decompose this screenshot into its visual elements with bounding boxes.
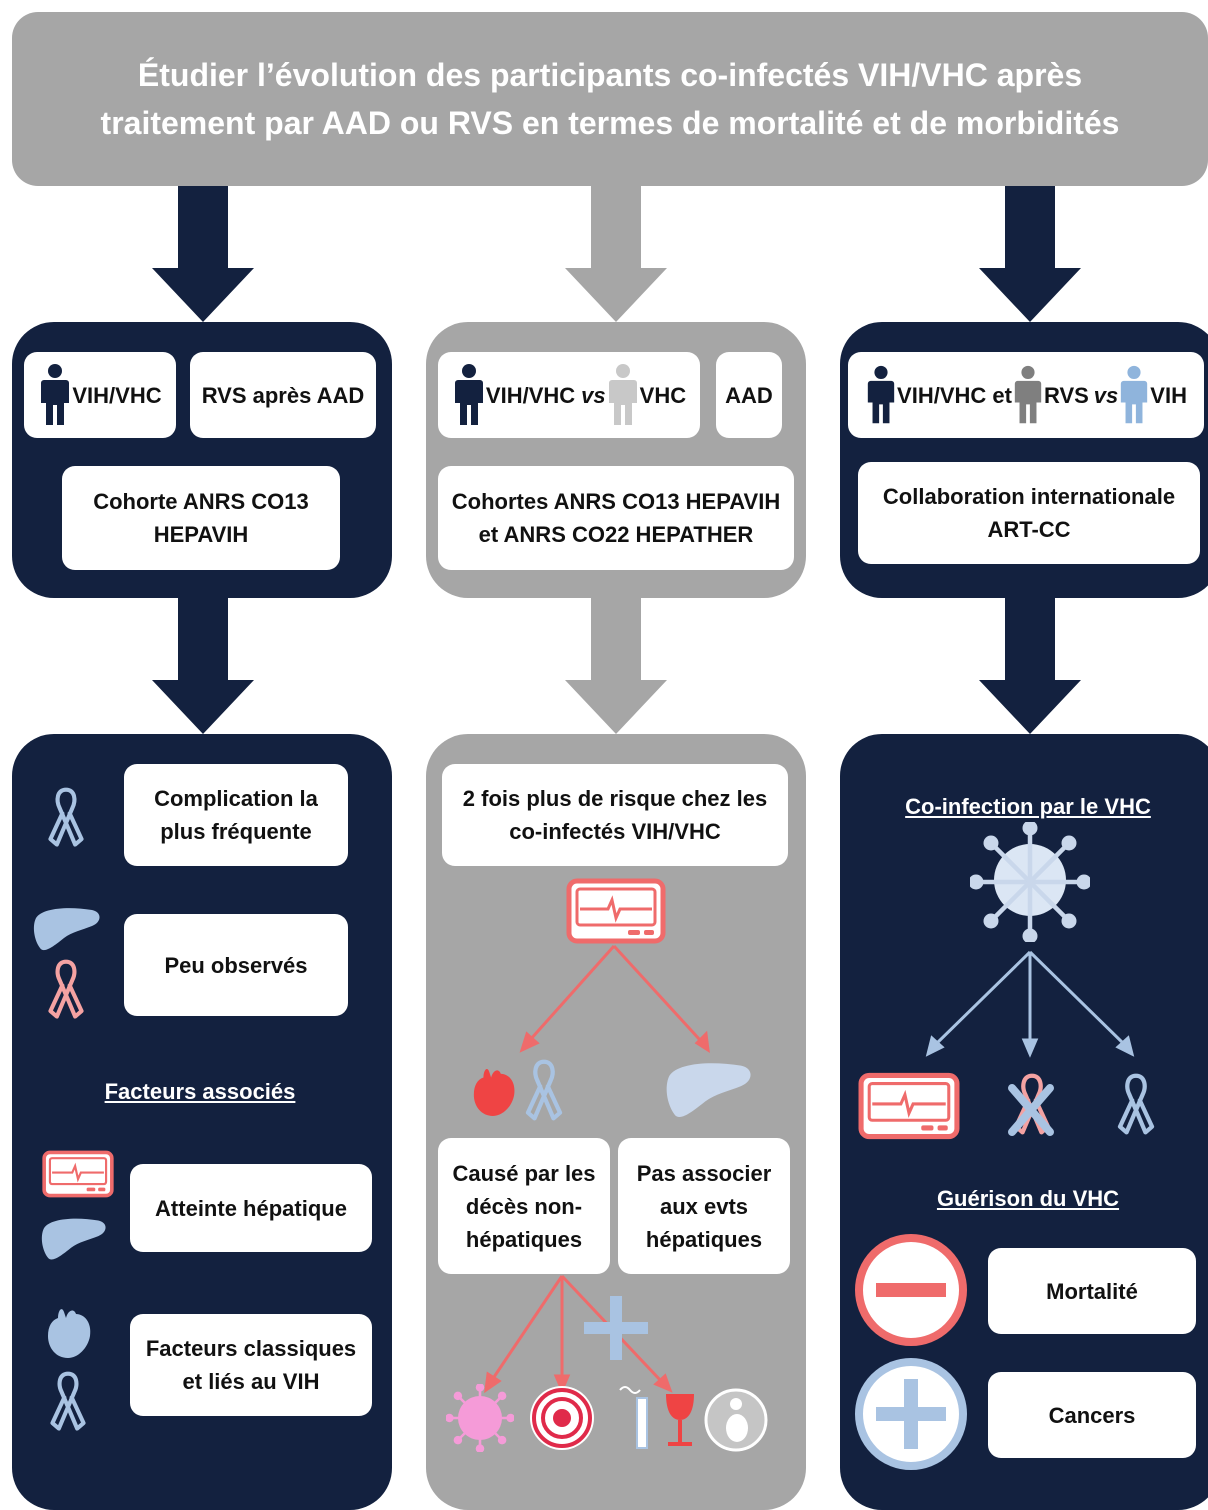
heart-icon bbox=[48, 1309, 91, 1358]
col2-right-line-2: aux evts bbox=[659, 1193, 749, 1219]
ribbon-pink-icon bbox=[50, 962, 81, 1017]
col1-factors-title: Facteurs associés bbox=[104, 1079, 296, 1104]
liver-icon bbox=[666, 1063, 751, 1118]
col2-cohort-box: Cohortes ANRS CO13 HEPAVIH et ANRS CO22 … bbox=[438, 466, 794, 570]
col2-cause-arrows bbox=[484, 1274, 673, 1394]
col3-branch-arrows bbox=[925, 950, 1135, 1058]
person-grey-icon bbox=[608, 364, 637, 425]
col1-population-box: VIH/VHC bbox=[24, 352, 176, 438]
col1-factor-1-box: Atteinte hépatique bbox=[130, 1164, 372, 1252]
ribbon-icon bbox=[528, 1062, 560, 1119]
heart-icon bbox=[473, 1069, 515, 1116]
col2-risk-line-1: 2 fois plus de risque chez les bbox=[462, 786, 768, 811]
col3-vs: vs bbox=[1093, 382, 1119, 408]
col2-population-b: VHC bbox=[639, 382, 687, 408]
col1-cohort-line-1: Cohorte ANRS CO13 bbox=[93, 489, 309, 514]
wine-glass-icon bbox=[666, 1394, 694, 1446]
col2-treatment-label: AAD bbox=[725, 382, 773, 408]
col2-branch-arrows bbox=[519, 944, 710, 1053]
monitor-icon bbox=[42, 1150, 114, 1198]
col1-result-2-label: Peu observés bbox=[164, 952, 308, 978]
person-icon bbox=[41, 364, 70, 425]
col2-right-line-3: hépatiques bbox=[645, 1226, 763, 1252]
col2-cohort-line-2: et ANRS CO22 HEPATHER bbox=[478, 522, 754, 547]
col2-treatment-box: AAD bbox=[716, 352, 782, 438]
col3-collab-line-2: ART-CC bbox=[987, 517, 1071, 542]
liver-icon bbox=[41, 1218, 106, 1260]
col1-cohort-line-2: HEPAVIH bbox=[153, 522, 249, 547]
col3-population-c: VIH bbox=[1150, 382, 1187, 408]
monitor-icon bbox=[569, 881, 663, 941]
col3-mortality-box: Mortalité bbox=[988, 1248, 1196, 1334]
col1-cohort-box: Cohorte ANRS CO13 HEPAVIH bbox=[62, 466, 340, 570]
col2-population-box: VIH/VHC vs VHC bbox=[438, 352, 700, 438]
col3-cancers-label: Cancers bbox=[1048, 1402, 1136, 1428]
col2-cohort-line-1: Cohortes ANRS CO13 HEPAVIH bbox=[451, 489, 781, 514]
col2-left-line-3: hépatiques bbox=[465, 1226, 583, 1252]
arrow-col1-top bbox=[152, 186, 254, 322]
col1-result-1-box: Complication la plus fréquente bbox=[124, 764, 348, 866]
title-banner: Étudier l’évolution des participants co-… bbox=[12, 12, 1208, 186]
col2-right-box: Pas associer aux evts hépatiques bbox=[618, 1138, 790, 1274]
col2-left-line-2: décès non- bbox=[465, 1193, 583, 1219]
col1-result-2-box: Peu observés bbox=[124, 914, 348, 1016]
person-icon bbox=[867, 365, 895, 424]
col1-factor-2-line-1: Facteurs classiques bbox=[145, 1336, 357, 1361]
virus-icon bbox=[969, 821, 1092, 944]
person-blue-icon bbox=[1121, 365, 1148, 424]
liver-icon bbox=[33, 908, 100, 951]
col3-mortality-label: Mortalité bbox=[1046, 1278, 1138, 1304]
arrow-col3-top bbox=[979, 186, 1081, 322]
col3-population-a: VIH/VHC et bbox=[897, 382, 1012, 408]
arrow-col1-mid bbox=[152, 598, 254, 734]
col3-collab-line-1: Collaboration internationale bbox=[882, 484, 1176, 509]
col2-right-line-1: Pas associer bbox=[636, 1160, 772, 1186]
col2-risk-box: 2 fois plus de risque chez les co-infect… bbox=[442, 764, 788, 866]
col3-collab-box: Collaboration internationale ART-CC bbox=[858, 462, 1200, 564]
monitor-icon bbox=[861, 1075, 957, 1136]
title-line-2: traitement par AAD ou RVS en termes de m… bbox=[100, 105, 1120, 141]
col3-population-b: RVS bbox=[1043, 382, 1089, 408]
col2-left-line-1: Causé par les bbox=[452, 1160, 596, 1186]
arrow-col2-mid bbox=[565, 598, 667, 734]
plus-circle-icon bbox=[855, 1358, 967, 1470]
arrow-col3-mid bbox=[979, 598, 1081, 734]
person-icon bbox=[454, 364, 483, 425]
col1-factor-2-box: Facteurs classiques et liés au VIH bbox=[130, 1314, 372, 1416]
person-grey-icon bbox=[1014, 365, 1042, 424]
col1-factor-2-line-2: et liés au VIH bbox=[182, 1369, 320, 1394]
ribbon-icon bbox=[52, 1374, 83, 1429]
plus-icon bbox=[584, 1296, 648, 1360]
col1-factor-1-label: Atteinte hépatique bbox=[155, 1195, 347, 1221]
col2-risk-line-2: co-infectés VIH/VHC bbox=[509, 819, 721, 844]
virus-icon bbox=[446, 1384, 514, 1452]
col1-result-1-line-1: Complication la bbox=[154, 786, 318, 811]
col3-population-box: VIH/VHC et RVS vs VIH bbox=[848, 352, 1204, 438]
cigarette-icon bbox=[619, 1386, 648, 1449]
title-line-1: Étudier l’évolution des participants co-… bbox=[137, 57, 1083, 93]
col1-result-1-line-2: plus fréquente bbox=[160, 819, 312, 844]
col3-coinfection-title: Co-infection par le VHC bbox=[905, 794, 1151, 819]
col2-population-a: VIH/VHC bbox=[485, 382, 576, 408]
cross-icon bbox=[1008, 1084, 1054, 1136]
col1-treatment-label: RVS après AAD bbox=[201, 382, 365, 408]
col3-cancers-box: Cancers bbox=[988, 1372, 1196, 1458]
minus-circle-icon bbox=[855, 1234, 967, 1346]
ribbon-icon bbox=[50, 790, 81, 845]
col3-cure-title: Guérison du VHC bbox=[936, 1186, 1120, 1211]
col1-treatment-box: RVS après AAD bbox=[190, 352, 376, 438]
col2-vs: vs bbox=[581, 382, 606, 408]
obesity-icon bbox=[704, 1388, 768, 1452]
ribbon-icon bbox=[1120, 1076, 1152, 1133]
col1-population-label: VIH/VHC bbox=[72, 382, 162, 408]
target-icon bbox=[530, 1386, 594, 1450]
arrow-col2-top bbox=[565, 186, 667, 322]
col2-left-box: Causé par les décès non- hépatiques bbox=[438, 1138, 610, 1274]
